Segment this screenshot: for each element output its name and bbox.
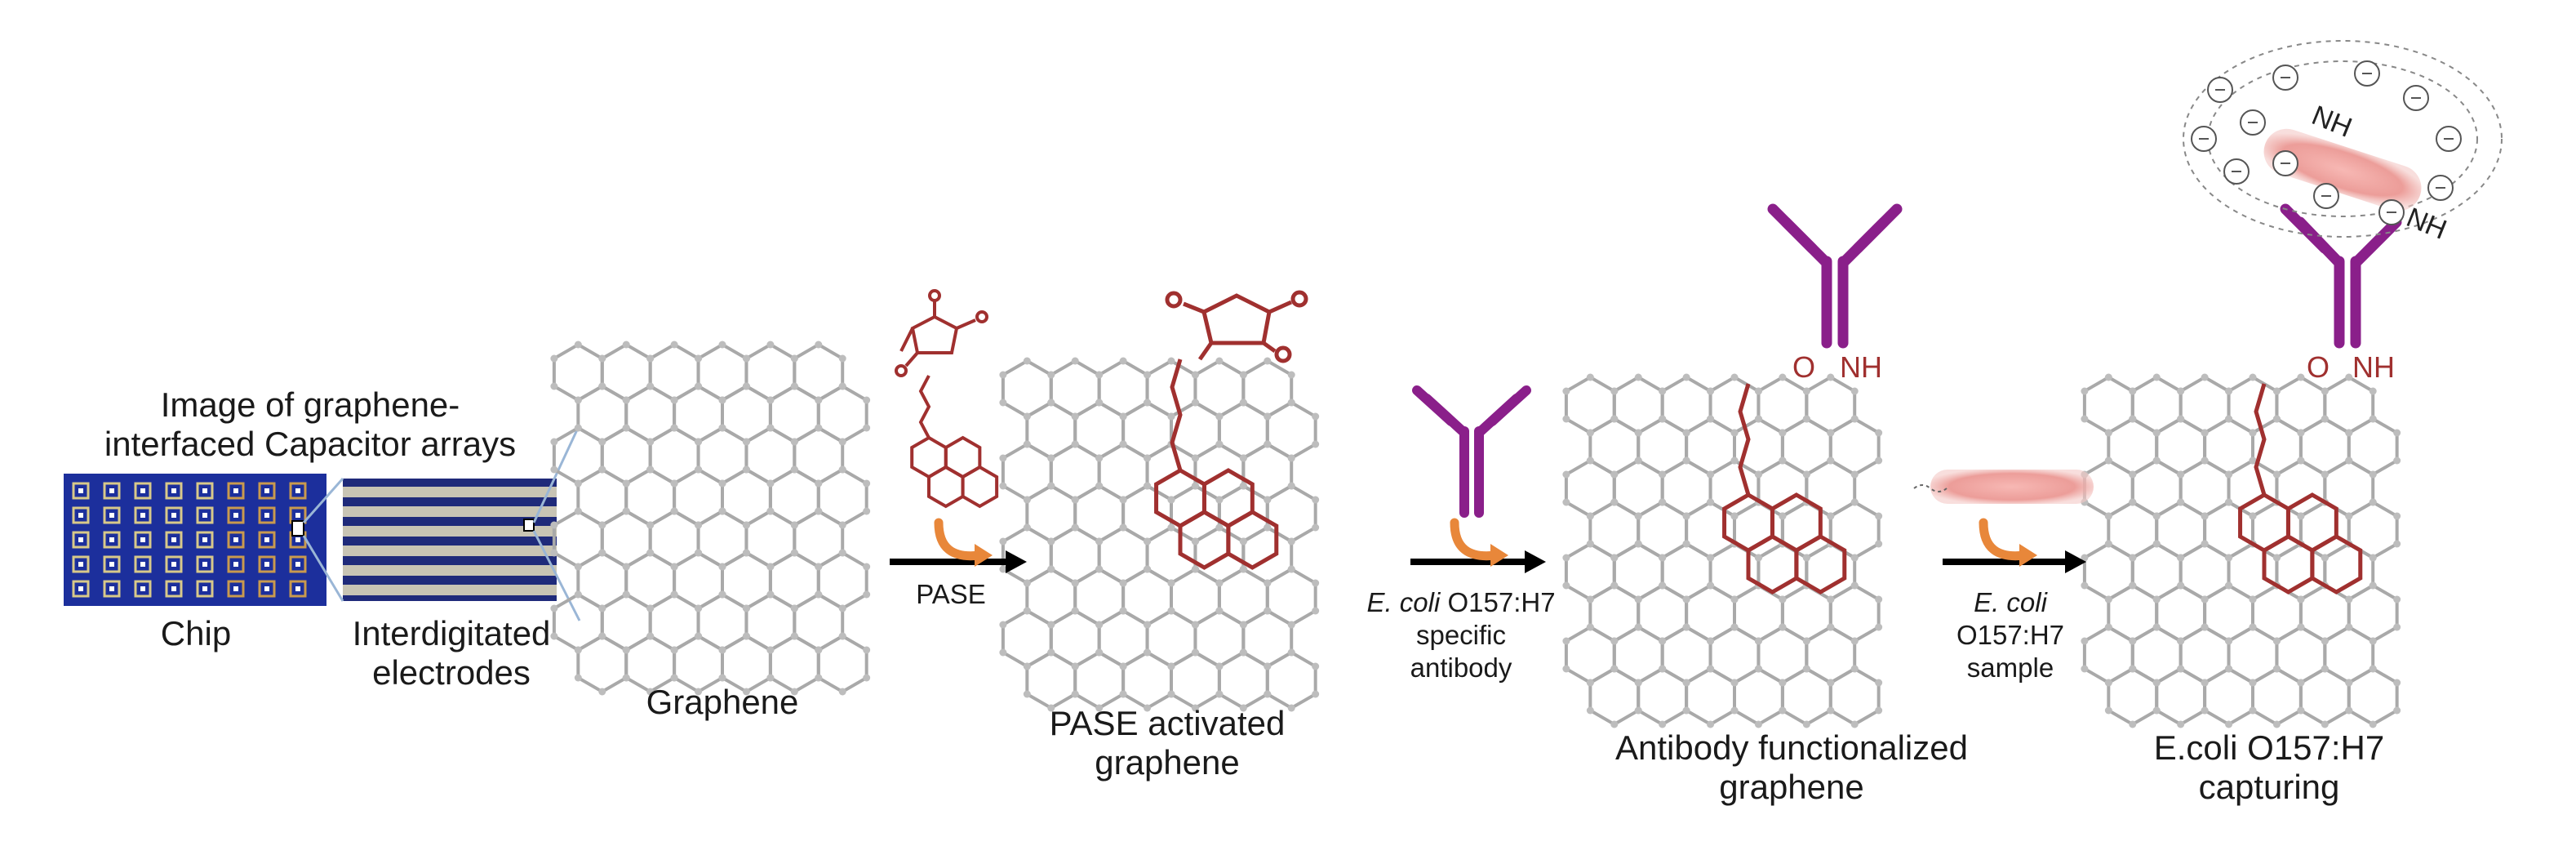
pyrene-linker-capture (2238, 383, 2363, 594)
nhs-ester-bound (1165, 290, 1308, 363)
chip-title: Image of graphene- interfaced Capacitor … (104, 385, 517, 463)
arrow-sample-label: E. coli O157:H7 sample (1956, 587, 2065, 683)
pase-molecule-bound (1154, 358, 1279, 570)
bacterium-sample (1913, 470, 2094, 504)
chip-label: Chip (160, 614, 232, 652)
arrow-pase-label: PASE (916, 579, 986, 609)
electrodes-image (343, 479, 557, 601)
arrow-sample (1943, 518, 2086, 573)
nhs-ester-free (895, 289, 988, 377)
oxygen-label: O (2307, 350, 2330, 384)
arrow-antibody-label: E. coli O157:H7 specific antibody (1366, 587, 1556, 683)
antibody-bound (1767, 203, 1903, 349)
nh-label: NH (2352, 350, 2395, 384)
pase-activated-label: PASE activated graphene (1049, 704, 1286, 782)
graphene-label: Graphene (646, 683, 799, 721)
pyrene-linker-antibody (1722, 383, 1847, 594)
nh-label: NH (1840, 350, 1882, 384)
electrodes-label: Interdigitated electrodes (352, 614, 551, 692)
graphene-sheet-pase (999, 357, 1320, 712)
zoom-connector-lines (302, 424, 581, 621)
graphene-sheet-bare (550, 341, 871, 696)
graphene-sheet-antibody (1562, 373, 1883, 728)
antibody-captured (2280, 203, 2402, 349)
amide-group-4: O NH (2307, 350, 2395, 384)
arrow-antibody (1410, 518, 1546, 573)
antibody-functionalized-label: Antibody functionalized graphene (1615, 728, 1968, 806)
bacterium-captured (2183, 40, 2503, 238)
graphene-sheet-capture (2081, 373, 2401, 728)
capturing-label: E.coli O157:H7 capturing (2153, 728, 2385, 806)
pase-molecule-free (910, 375, 999, 509)
arrow-pase (890, 518, 1027, 573)
oxygen-label: O (1792, 350, 1815, 384)
chip-image (64, 474, 326, 606)
amide-group-3: O NH (1792, 350, 1882, 384)
nh-label: NH (2402, 202, 2451, 246)
antibody-free (1412, 385, 1531, 518)
